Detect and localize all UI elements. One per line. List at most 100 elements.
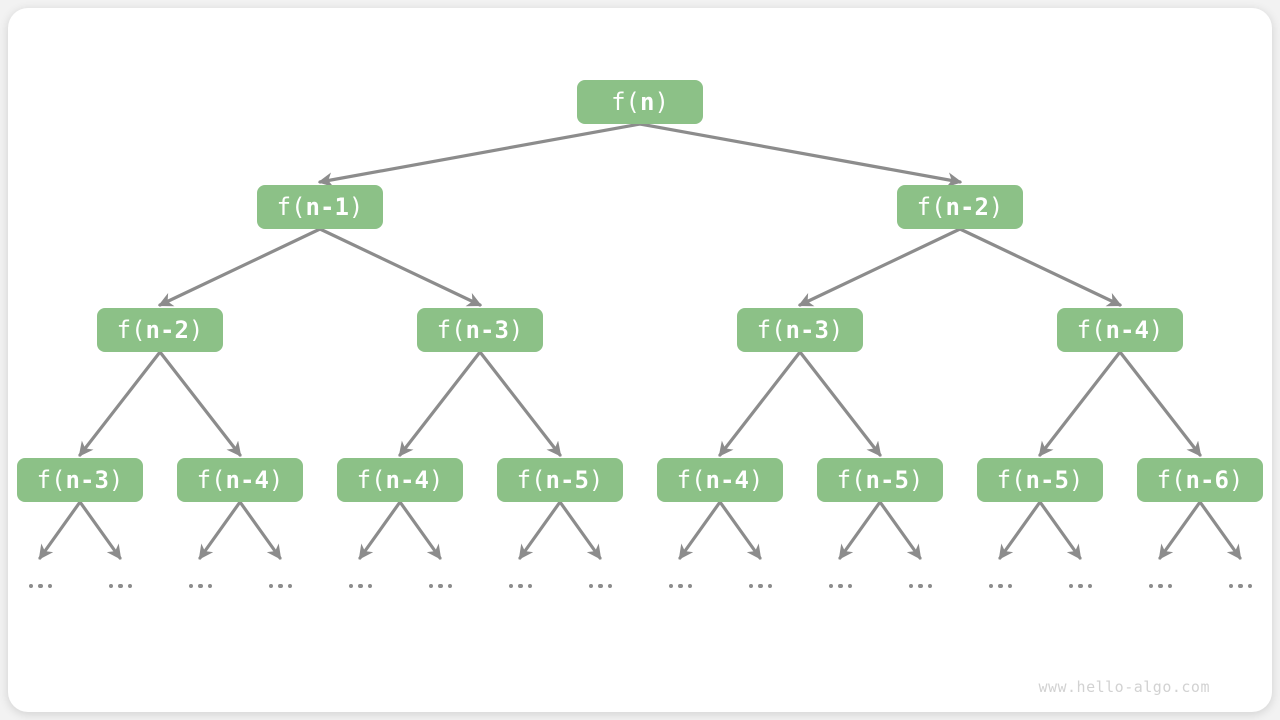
node-label-open: f( <box>756 316 786 344</box>
ellipsis <box>908 583 933 589</box>
tree-edge-arrow <box>1198 500 1242 560</box>
ellipsis <box>588 583 613 589</box>
tree-edge-arrow <box>1038 500 1082 560</box>
node-label-open: f( <box>36 466 66 494</box>
node-label-close: ) <box>348 193 364 221</box>
ellipsis-dot <box>47 583 53 589</box>
node-label-close: ) <box>428 466 444 494</box>
ellipsis-dot <box>908 583 914 589</box>
tree-edge-arrow <box>1158 500 1202 560</box>
node-label-close: ) <box>908 466 924 494</box>
node-label-close: ) <box>268 466 284 494</box>
ellipsis <box>1228 583 1253 589</box>
ellipsis-dot <box>1158 583 1163 589</box>
tree-node-aa: f(n-2) <box>97 308 223 352</box>
node-label-arg: n-6 <box>1185 466 1229 494</box>
tree-node-bab: f(n-5) <box>817 458 943 502</box>
ellipsis <box>108 583 133 589</box>
node-label-arg: n-4 <box>225 466 269 494</box>
tree-edge-arrow <box>998 500 1042 560</box>
node-label-open: f( <box>676 466 706 494</box>
node-label-open: f( <box>996 466 1026 494</box>
ellipsis-dot <box>1068 583 1074 589</box>
ellipsis-dot <box>108 583 114 589</box>
node-label-arg: n-5 <box>545 466 589 494</box>
node-label-close: ) <box>1068 466 1084 494</box>
tree-edge-arrow <box>678 500 722 560</box>
ellipsis <box>1068 583 1093 589</box>
ellipsis-dot <box>1167 583 1173 589</box>
node-label-arg: n <box>640 88 655 116</box>
tree-edge-arrow <box>558 500 602 560</box>
node-label-open: f( <box>116 316 146 344</box>
ellipsis-dot <box>278 583 283 589</box>
ellipsis-dot <box>287 583 293 589</box>
node-label-open: f( <box>276 193 306 221</box>
node-label-open: f( <box>916 193 946 221</box>
ellipsis <box>508 583 533 589</box>
ellipsis-dot <box>1238 583 1243 589</box>
ellipsis <box>28 583 53 589</box>
tree-edge-arrow <box>158 350 242 457</box>
node-label-close: ) <box>988 193 1004 221</box>
ellipsis-dot <box>198 583 203 589</box>
ellipsis-dot <box>1087 583 1093 589</box>
ellipsis-dot <box>767 583 773 589</box>
node-label-close: ) <box>588 466 604 494</box>
tree-node-ab: f(n-3) <box>417 308 543 352</box>
ellipsis-dot <box>438 583 443 589</box>
node-label-open: f( <box>356 466 386 494</box>
node-label-close: ) <box>508 316 524 344</box>
ellipsis-dot <box>847 583 853 589</box>
node-label-arg: n-4 <box>705 466 749 494</box>
tree-node-aba: f(n-4) <box>337 458 463 502</box>
node-label-open: f( <box>516 466 546 494</box>
ellipsis-dot <box>527 583 533 589</box>
ellipsis-dot <box>1078 583 1083 589</box>
ellipsis-dot <box>668 583 674 589</box>
node-label-close: ) <box>1228 466 1244 494</box>
tree-edge-arrow <box>718 350 802 457</box>
ellipsis-dot <box>588 583 594 589</box>
node-label-close: ) <box>828 316 844 344</box>
ellipsis-dot <box>268 583 274 589</box>
ellipsis-dot <box>118 583 123 589</box>
ellipsis-dot <box>687 583 693 589</box>
ellipsis-dot <box>508 583 514 589</box>
ellipsis-dot <box>348 583 354 589</box>
node-label-open: f( <box>836 466 866 494</box>
node-label-close: ) <box>1148 316 1164 344</box>
node-label-arg: n-1 <box>305 193 349 221</box>
ellipsis <box>668 583 693 589</box>
tree-edge-arrow <box>878 500 922 560</box>
tree-edge-arrow <box>478 350 562 457</box>
ellipsis <box>348 583 373 589</box>
tree-edge-arrow <box>518 500 562 560</box>
ellipsis-dot <box>758 583 763 589</box>
tree-edge-arrow <box>78 350 162 457</box>
ellipsis <box>828 583 853 589</box>
ellipsis <box>268 583 293 589</box>
ellipsis-dot <box>1148 583 1154 589</box>
ellipsis-dot <box>1228 583 1234 589</box>
ellipsis-dot <box>207 583 213 589</box>
tree-edge-arrow <box>238 500 282 560</box>
ellipsis-dot <box>828 583 834 589</box>
tree-edge-arrow <box>317 122 642 188</box>
ellipsis-dot <box>188 583 194 589</box>
ellipsis-dot <box>1007 583 1013 589</box>
tree-node-bba: f(n-5) <box>977 458 1103 502</box>
tree-edge-arrow <box>798 227 962 307</box>
tree-edge-arrow <box>798 350 882 457</box>
ellipsis <box>1148 583 1173 589</box>
node-label-open: f( <box>196 466 226 494</box>
node-label-arg: n-3 <box>465 316 509 344</box>
tree-edge-arrow <box>838 500 882 560</box>
tree-edge-arrow <box>958 227 1122 307</box>
node-label-arg: n-5 <box>1025 466 1069 494</box>
tree-edge-arrow <box>638 122 963 188</box>
ellipsis-dot <box>367 583 373 589</box>
node-label-arg: n-4 <box>1105 316 1149 344</box>
ellipsis-dot <box>428 583 434 589</box>
node-label-arg: n-2 <box>145 316 189 344</box>
